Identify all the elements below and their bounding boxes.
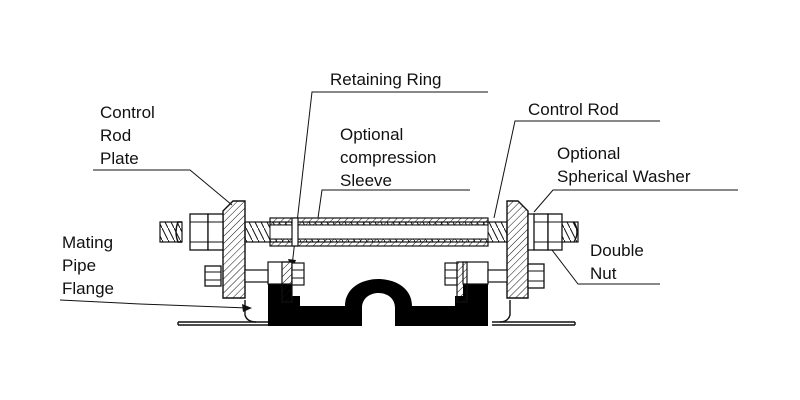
lower-bolt-right [444,261,545,303]
retaining-ring-text: Retaining Ring [330,70,442,89]
leader-mating-flange [59,299,249,309]
optional-sleeve-line1: Optional [340,125,403,144]
control-rod-plate-right [506,200,529,299]
control-rod-plate-line2: Rod [100,126,131,145]
double-nut-line1: Double [590,241,644,260]
label-mating-flange: Mating Pipe Flange [62,233,114,298]
control-rod-plate-line1: Control [100,103,155,122]
label-optional-washer: Optional Spherical Washer [557,144,691,186]
label-control-rod-plate: Control Rod Plate [100,103,155,168]
leader-control-rod [493,120,660,219]
double-nut-right [533,213,563,251]
control-rod-plate-line3: Plate [100,149,139,168]
leader-retaining-ring [291,91,488,267]
lower-bolt-left [204,261,305,303]
leader-optional-washer [533,189,738,213]
control-rod-plate-left [222,200,246,299]
rubber-joint-body [268,279,488,326]
mating-pipe-flanges [177,300,576,326]
mating-flange-line1: Mating [62,233,113,252]
double-nut-line2: Nut [590,264,617,283]
label-retaining-ring: Retaining Ring [330,70,442,89]
control-rod-text: Control Rod [528,100,619,119]
leader-lines [59,91,738,312]
double-nut-left [189,213,224,251]
leader-double-nut [551,249,660,285]
optional-sleeve-line2: compression [340,148,436,167]
leader-optional-sleeve [317,189,470,219]
optional-washer-line1: Optional [557,144,620,163]
leader-control-rod-plate [93,169,233,206]
label-double-nut: Double Nut [590,241,644,283]
mating-flange-line2: Pipe [62,256,96,275]
optional-sleeve-line3: Sleeve [340,171,392,190]
label-control-rod: Control Rod [528,100,619,119]
label-optional-sleeve: Optional compression Sleeve [340,125,436,190]
compression-sleeve [269,217,489,247]
optional-washer-line2: Spherical Washer [557,167,691,186]
mating-flange-line3: Flange [62,279,114,298]
arrow-mating-flange [242,304,252,312]
